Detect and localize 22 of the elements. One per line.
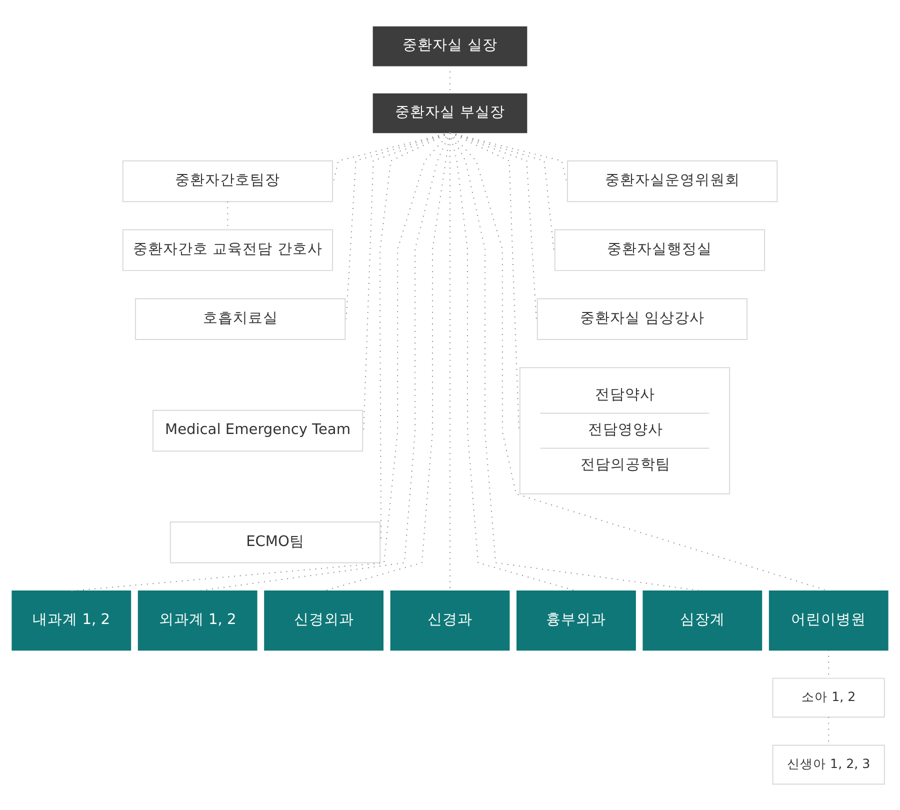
connector — [450, 132, 520, 431]
node-box: 외과계 1, 2 — [138, 590, 258, 650]
node-box: 흉부외과 — [516, 590, 636, 650]
node-box: 신생아 1, 2, 3 — [772, 744, 885, 784]
node-box: 신경과 — [390, 590, 510, 650]
node-box: 전담약사 전담영양사 전담의공학팀 — [519, 366, 730, 494]
node-box: 중환자간호팀장 — [122, 160, 334, 202]
node-box: 중환자실 부실장 — [372, 92, 528, 133]
node-box: 신경외과 — [264, 590, 384, 650]
node-box: Medical Emergency Team — [152, 409, 364, 452]
node-box: 중환자실 실장 — [372, 26, 528, 66]
node-box: 어린이병원 — [768, 590, 888, 650]
connector — [70, 132, 450, 591]
node-box: 중환자실 임상강사 — [536, 298, 748, 340]
node-box: 호흡치료실 — [134, 298, 346, 340]
node-box: 내과계 1, 2 — [12, 590, 132, 650]
node-box: 소아 1, 2 — [772, 677, 885, 718]
node-box: 중환자실운영위원회 — [566, 160, 778, 202]
node-box: 중환자간호 교육전담 간호사 — [122, 228, 334, 271]
node-box: ECMO팀 — [170, 521, 381, 563]
node-box: 심장계 — [642, 590, 762, 650]
node-box: 중환자실행정실 — [554, 228, 766, 271]
